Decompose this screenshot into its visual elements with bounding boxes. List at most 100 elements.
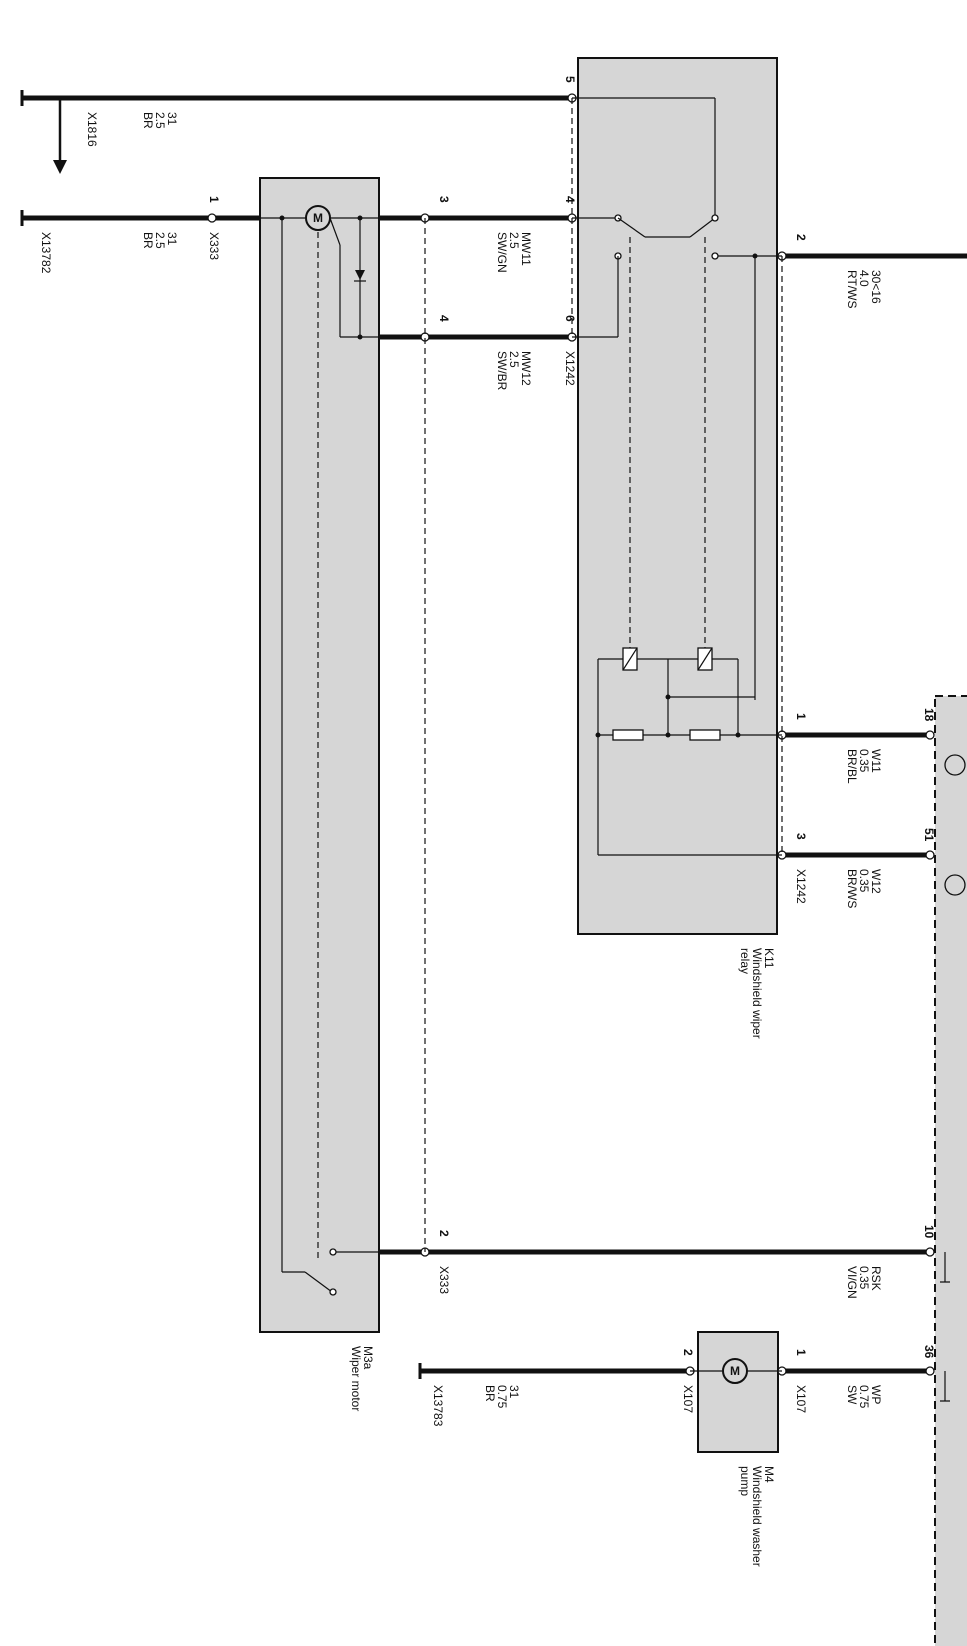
pin-pump-1: 1 [794,1349,808,1356]
svg-text:2.5: 2.5 [153,112,167,129]
ecu-pin-10-terminal [925,1247,935,1257]
ecu-input-icon-1 [940,1252,950,1283]
pin-ecu-10: 10 [922,1225,936,1239]
relay-resistor-2 [689,729,721,741]
pin-ecu-18: 18 [922,708,936,722]
svg-text:4.0: 4.0 [857,270,871,287]
label-rsk: RSK 0.35 VI/GN [845,1266,883,1299]
x1816-arrow-head [53,160,67,174]
pin-relay-3: 3 [794,833,808,840]
relay-coil-1-slash [622,647,638,671]
label-m4: M4 Windshield washer pump [738,1466,776,1567]
svg-text:SW/BR: SW/BR [495,351,509,391]
svg-text:M4: M4 [762,1466,776,1483]
svg-text:BR/BL: BR/BL [845,749,859,784]
relay-contact-d [711,252,719,260]
svg-text:2.5: 2.5 [507,351,521,368]
pin-relay-4: 4 [563,196,577,203]
svg-text:pump: pump [738,1466,752,1496]
pin-ecu-36: 36 [922,1345,936,1359]
connector-x13782: X13782 [39,232,53,274]
relay-resistor-1 [612,729,644,741]
resistor-junction-3 [735,732,741,738]
control-unit-box [934,695,967,1646]
connector-x13783: X13783 [431,1385,445,1427]
connector-x333-top: X333 [207,232,221,260]
svg-text:0.35: 0.35 [857,749,871,773]
svg-text:MW12: MW12 [519,351,533,386]
resistor-junction-4 [665,694,671,700]
connector-x107-right: X107 [794,1385,808,1413]
washer-pump-box [697,1331,779,1453]
svg-text:RSK: RSK [869,1266,883,1291]
park-switch-contact-1 [329,1248,337,1256]
svg-text:31: 31 [165,112,179,126]
label-m3a: M3a Wiper motor [349,1346,375,1411]
pin-relay-5: 5 [563,76,577,83]
label-pump-ground: 31 0.75 BR [483,1385,521,1409]
ecu-ground-icon-2 [944,874,966,896]
label-ground-top: 31 2.5 BR [141,112,179,129]
ecu-input-icon-2 [940,1371,950,1402]
svg-text:BR: BR [483,1385,497,1402]
pin-relay-1: 1 [794,713,808,720]
svg-text:0.75: 0.75 [495,1385,509,1409]
wiper-motor-box [259,177,380,1333]
svg-text:2.5: 2.5 [507,232,521,249]
label-k11: K11 Windshield wiper relay [738,948,776,1039]
relay-blade-1 [617,217,646,238]
label-power: 30<16 4.0 RT/WS [845,270,883,308]
svg-text:M3a: M3a [361,1346,375,1370]
ecu-pin-51-terminal [925,850,935,860]
pin-x333-1: 1 [207,196,221,203]
wiper-motor-symbol: M [313,211,323,225]
svg-text:RT/WS: RT/WS [845,270,859,308]
svg-text:BR: BR [141,112,155,129]
svg-text:SW: SW [845,1385,859,1405]
svg-text:BR/WS: BR/WS [845,869,859,908]
svg-text:30<16: 30<16 [869,270,883,304]
pin-relay-2: 2 [794,234,808,241]
svg-text:Wiper motor: Wiper motor [349,1346,363,1411]
ecu-pin-36-terminal [925,1366,935,1376]
svg-text:0.35: 0.35 [857,869,871,893]
svg-text:VI/GN: VI/GN [845,1266,859,1299]
svg-text:SW/GN: SW/GN [495,232,509,273]
svg-text:0.75: 0.75 [857,1385,871,1409]
relay-coil-2-slash [697,647,713,671]
svg-text:Windshield wiper: Windshield wiper [750,948,764,1039]
relay-blade-2 [689,217,716,238]
ecu-ground-icon-1 [944,754,966,776]
pin-ecu-51: 51 [922,828,936,842]
svg-text:2.5: 2.5 [153,232,167,249]
motor-diode-icon [355,270,365,280]
pump-motor-symbol: M [730,1364,740,1378]
svg-text:31: 31 [165,232,179,246]
svg-text:W12: W12 [869,869,883,894]
wiper-relay-box [577,57,778,935]
svg-text:W11: W11 [869,749,883,773]
svg-text:BR: BR [141,232,155,249]
svg-text:K11: K11 [762,948,776,969]
motor-junction-1 [357,215,363,221]
svg-text:31: 31 [507,1385,521,1399]
connector-x333-bottom: X333 [437,1266,451,1294]
pin-relay-6: 6 [563,315,577,322]
svg-text:MW11: MW11 [519,232,533,266]
svg-text:WP: WP [869,1385,883,1404]
pin-x333-2: 2 [437,1230,451,1237]
label-wp: WP 0.75 SW [845,1385,883,1409]
label-mw11: MW11 2.5 SW/GN [495,232,533,273]
ecu-pin-18-terminal [925,730,935,740]
resistor-junction-2 [665,732,671,738]
label-ground-mid: 31 2.5 BR [141,232,179,249]
relay-contact-b [711,214,719,222]
label-w12: W12 0.35 BR/WS [845,869,883,908]
park-switch-blade [304,1271,333,1293]
washer-pump-motor-icon [722,1358,748,1384]
connector-x1816: X1816 [85,112,99,147]
svg-text:Windshield washer: Windshield washer [750,1466,764,1567]
connector-x1242-top: X1242 [563,351,577,386]
pin-x333-4: 4 [437,315,451,322]
